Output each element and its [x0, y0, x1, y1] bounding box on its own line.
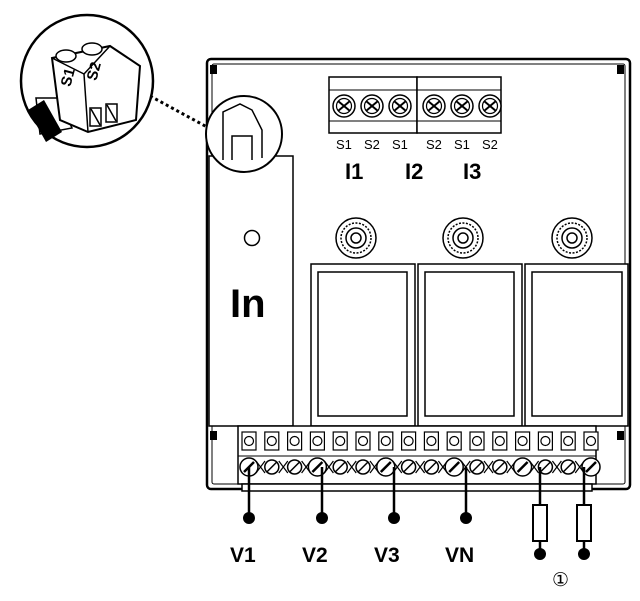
fuse-branches: [532, 467, 592, 560]
potentiometer-knob: [551, 217, 593, 259]
output-label-v2: V2: [302, 544, 328, 567]
output-wire: [243, 467, 255, 524]
input-label-i1: I1: [345, 159, 363, 184]
output-label-v3: V3: [374, 544, 400, 567]
bottom-terminal-hole: [560, 431, 576, 451]
top-screw-label-4: S2: [426, 137, 442, 152]
bottom-terminal-hole: [469, 431, 485, 451]
corner-notches: [210, 65, 624, 440]
bottom-terminal-hole: [264, 431, 280, 451]
bottom-terminal-screw: [581, 457, 601, 477]
top-terminal-screw: [332, 94, 356, 118]
bottom-terminal-screw: [307, 457, 334, 477]
input-label-i3: I3: [463, 159, 481, 184]
module-led: [243, 229, 261, 247]
bottom-terminal-hole: [492, 431, 508, 451]
top-terminal-screw: [450, 94, 474, 118]
bottom-terminal-screw: [444, 457, 471, 477]
bottom-terminal-screw: [537, 459, 562, 475]
magnify-leader-line: [149, 94, 208, 129]
potentiometer-knob: [442, 217, 484, 259]
output-wire: [460, 467, 472, 524]
top-terminal-screw: [388, 94, 412, 118]
bottom-terminal-hole: [514, 431, 531, 451]
top-terminal-screw: [478, 94, 502, 118]
magnified-connector-outline: [222, 103, 263, 160]
bottom-terminal-hole: [583, 431, 599, 451]
bottom-terminal-screw: [400, 459, 426, 475]
module-panel: [208, 155, 294, 427]
top-screw-label-3: S1: [392, 137, 408, 152]
output-label-v1: V1: [230, 544, 256, 567]
bottom-terminal-screw: [492, 459, 517, 475]
bottom-terminal-hole: [309, 431, 325, 451]
fuse-note-symbol: ①: [552, 570, 569, 591]
bottom-terminal-screw: [469, 459, 494, 475]
bottom-terminal-screw: [423, 459, 448, 475]
bottom-terminal-screw: [332, 459, 357, 475]
input-label-i2: I2: [405, 159, 423, 184]
inset-terminal-label-s1: S1: [58, 66, 79, 88]
bottom-terminal-screw: [512, 457, 540, 477]
bottom-terminal-screw: [560, 459, 585, 475]
output-label-vn: VN: [445, 544, 474, 567]
bottom-terminal-hole: [355, 431, 371, 451]
top-terminal-screw: [360, 94, 384, 118]
bottom-terminal-hole: [423, 431, 439, 451]
bottom-terminal-screw: [355, 459, 380, 475]
inset-detail: S1 S2: [19, 13, 155, 149]
potentiometer-knob: [335, 217, 377, 259]
bottom-terminal-hole: [332, 431, 348, 451]
magnify-circle: [205, 95, 283, 173]
relay-blocks: [310, 263, 629, 427]
bottom-terminal-screw: [264, 459, 289, 475]
bottom-terminal-hole: [287, 431, 303, 451]
output-wire: [316, 467, 328, 524]
module-label: In: [230, 282, 266, 326]
bottom-terminal-hole: [537, 431, 554, 451]
top-screw-label-5: S1: [454, 137, 470, 152]
bottom-terminal-hole: [241, 431, 257, 451]
output-wire: [388, 467, 400, 524]
bottom-terminal-hole: [446, 431, 462, 451]
bottom-terminal-hole: [401, 431, 417, 451]
bottom-terminal-hole: [378, 431, 394, 451]
inset-terminal-label-s2: S2: [84, 60, 105, 82]
top-screw-label-2: S2: [364, 137, 380, 152]
top-terminal-screw: [422, 94, 446, 118]
top-screw-label-1: S1: [336, 137, 352, 152]
top-screw-label-6: S2: [482, 137, 498, 152]
